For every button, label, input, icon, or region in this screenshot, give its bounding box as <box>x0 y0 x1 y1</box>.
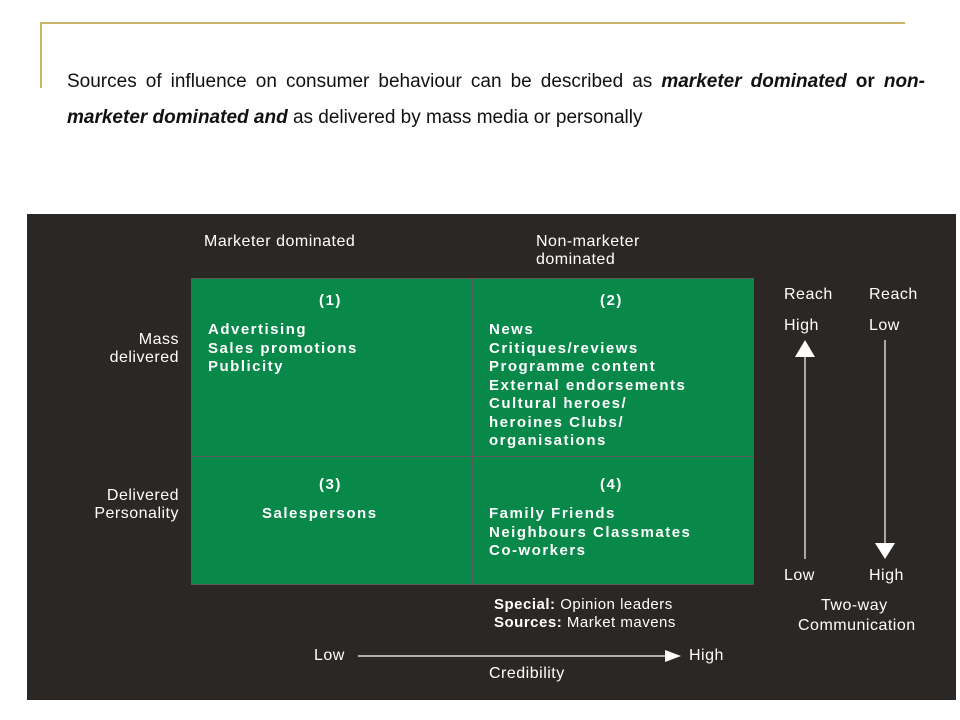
list-item: Co-workers <box>489 542 587 559</box>
list-item: heroines Clubs/ <box>489 413 625 431</box>
list-item: Family Friends <box>489 505 616 522</box>
list-item: Sales promotions <box>208 339 358 357</box>
cell-number: (2) <box>600 292 623 309</box>
reach-up-arrow-head <box>795 340 815 357</box>
list-item: Salespersons <box>262 505 378 522</box>
reach-right-top-2: Low <box>869 317 900 334</box>
reach-left-top-1: Reach <box>784 286 833 303</box>
intro-emph-non-marketer: non-marketer dominated and <box>67 71 925 128</box>
cell-items: Salespersons <box>262 505 378 524</box>
list-item: Neighbours Classmates <box>489 523 692 541</box>
cell-marketer-mass: (1) Advertising Sales promotions Publici… <box>192 279 472 456</box>
matrix-vertical-divider <box>472 279 473 584</box>
list-item: External endorsements <box>489 376 687 394</box>
cell-number: (4) <box>600 476 623 493</box>
row-label-personal-1: Delivered <box>106 487 179 504</box>
list-item: News <box>489 321 535 338</box>
column-header-non-marketer-1: Non-marketer <box>536 233 640 250</box>
cell-marketer-personal: (3) Salespersons <box>192 457 472 585</box>
reach-left-top-2: High <box>784 317 819 334</box>
list-item: Critiques/reviews <box>489 339 639 357</box>
intro-or: or <box>846 71 884 92</box>
matrix-horizontal-divider <box>192 456 753 457</box>
column-header-non-marketer-2: dominated <box>536 251 616 268</box>
arrows-layer <box>358 340 895 662</box>
special-line-2: Sources: Market mavens <box>494 614 676 631</box>
cell-items: News Critiques/reviews Programme content… <box>489 321 686 451</box>
special-text: Opinion leaders <box>555 596 673 613</box>
decorative-top-rule <box>40 22 905 24</box>
intro-paragraph: Sources of influence on consumer behavio… <box>67 64 925 136</box>
column-header-marketer: Marketer dominated <box>204 233 356 250</box>
reach-down-arrow-head <box>875 543 895 559</box>
influence-matrix: (1) Advertising Sales promotions Publici… <box>191 278 754 585</box>
list-item: Programme content <box>489 358 657 375</box>
decorative-left-rule <box>40 22 42 88</box>
credibility-label: Credibility <box>489 665 565 682</box>
cell-non-marketer-personal: (4) Family Friends Neighbours Classmates… <box>473 457 754 585</box>
list-item: Publicity <box>208 358 285 375</box>
sources-label: Sources: <box>494 614 563 631</box>
list-item: Cultural heroes/ <box>489 395 628 412</box>
list-item: Advertising <box>208 321 308 338</box>
sources-text: Market mavens <box>562 614 676 631</box>
credibility-arrow-head <box>665 650 681 662</box>
reach-right-bottom: High <box>869 567 904 584</box>
cell-items: Advertising Sales promotions Publicity <box>208 321 358 377</box>
special-line-1: Special: Opinion leaders <box>494 596 673 613</box>
intro-text-2: as delivered by mass media or personally <box>287 107 643 128</box>
credibility-low: Low <box>314 647 345 664</box>
intro-emph-marketer: marketer dominated <box>661 71 847 92</box>
row-label-mass-1: Mass <box>138 331 179 348</box>
cell-number: (3) <box>319 476 342 493</box>
cell-number: (1) <box>319 292 342 309</box>
row-label-personal-2: Personality <box>94 505 179 522</box>
credibility-high: High <box>689 647 724 664</box>
communication-label-1: Two-way <box>821 597 888 614</box>
cell-non-marketer-mass: (2) News Critiques/reviews Programme con… <box>473 279 754 456</box>
special-label: Special: <box>494 596 556 613</box>
reach-right-top-1: Reach <box>869 286 918 303</box>
intro-text-1: Sources of influence on consumer behavio… <box>67 71 662 92</box>
list-item: organisations <box>489 432 607 449</box>
communication-label-2: Communication <box>798 617 916 634</box>
cell-items: Family Friends Neighbours Classmates Co-… <box>489 505 691 561</box>
reach-left-bottom: Low <box>784 567 815 584</box>
row-label-mass-2: delivered <box>109 349 179 366</box>
